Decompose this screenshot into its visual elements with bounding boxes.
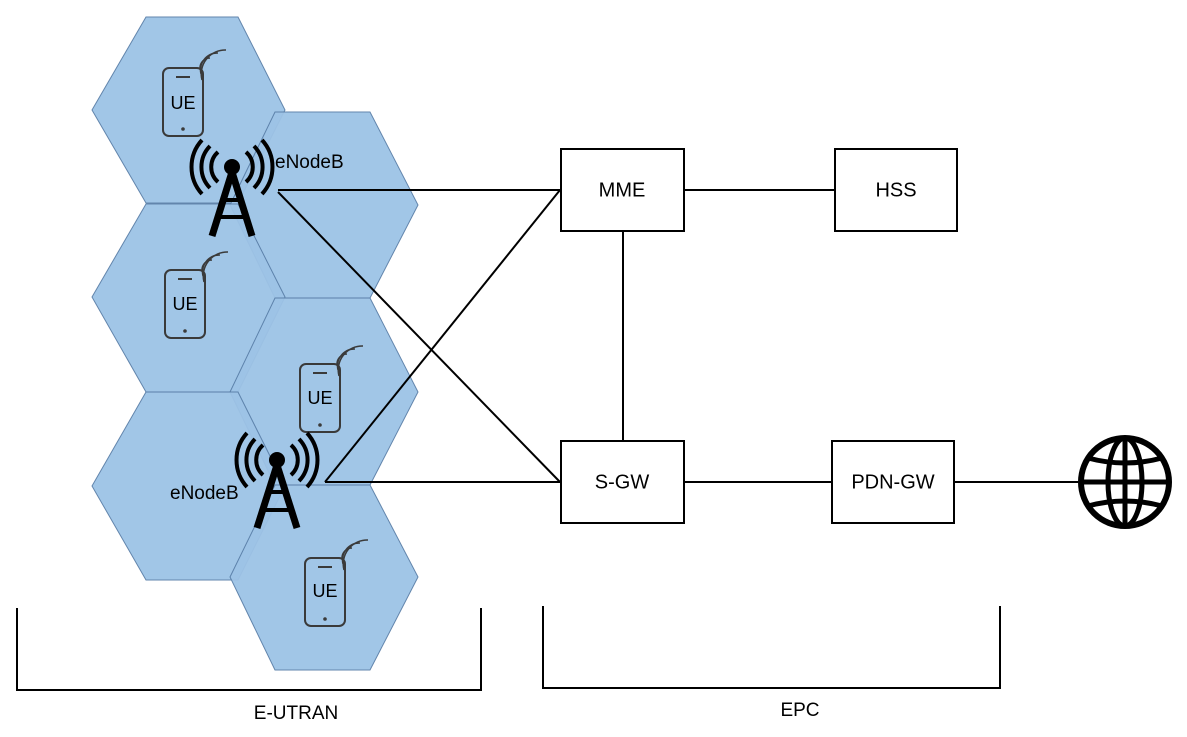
sgw-box	[560, 440, 685, 524]
node-mme: MME	[560, 148, 685, 232]
sgw-label: S-GW	[595, 471, 650, 493]
smartphone-icon	[304, 557, 346, 627]
ue-device-2: UE	[164, 251, 229, 339]
hss-box	[834, 148, 958, 232]
epc-bracket: EPC	[542, 606, 1001, 721]
hss-label: HSS	[875, 179, 916, 201]
smartphone-icon	[162, 67, 204, 137]
pdngw-box	[831, 440, 955, 524]
mme-label: MME	[599, 179, 646, 201]
cell-bottom-right	[229, 484, 419, 671]
ue-label: UE	[312, 581, 337, 601]
ue-label: UE	[170, 93, 195, 113]
connection-lines	[277, 189, 1078, 483]
cell-tower-icon	[189, 138, 275, 238]
link-enodeb1-sgw	[277, 191, 561, 483]
eutran-bracket: E-UTRAN	[16, 608, 482, 724]
node-hss: HSS	[834, 148, 958, 232]
node-sgw: S-GW	[560, 440, 685, 524]
ue-label: UE	[172, 294, 197, 314]
enodeb-label: eNodeB	[170, 483, 239, 504]
globe-icon	[1078, 435, 1172, 529]
ue-device-4: UE	[304, 539, 369, 627]
cell-top-left	[91, 16, 286, 204]
enodeb-tower-1: eNodeB	[189, 138, 344, 238]
pdngw-label: PDN-GW	[851, 471, 934, 493]
ue-label: UE	[307, 388, 332, 408]
smartphone-icon	[164, 269, 206, 339]
smartphone-icon	[299, 363, 341, 433]
cell-group	[91, 16, 419, 671]
epc-label: EPC	[780, 700, 819, 721]
link-enodeb2-mme	[324, 189, 561, 483]
eutran-label: E-UTRAN	[254, 703, 338, 724]
enodeb-tower-2: eNodeB	[170, 431, 320, 530]
node-pdngw: PDN-GW	[831, 440, 955, 524]
cell-tower-icon	[234, 431, 320, 530]
mme-box	[560, 148, 685, 232]
enodeb-label: eNodeB	[275, 152, 344, 173]
ue-device-3: UE	[299, 345, 364, 433]
ue-device-1: UE	[162, 49, 227, 137]
